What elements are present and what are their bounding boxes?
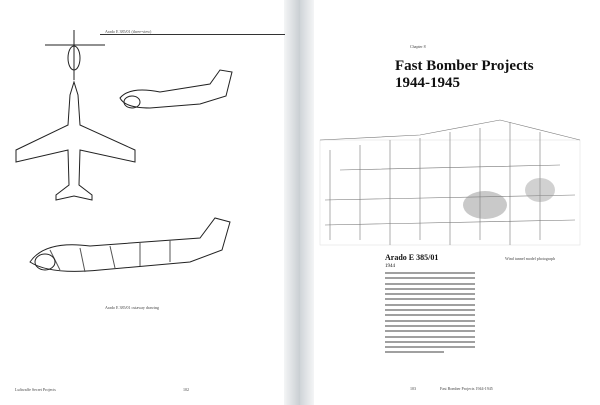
chapter-title: Fast Bomber Projects 1944-1945: [395, 58, 534, 92]
rule: [100, 34, 285, 35]
photo-caption: Wind tunnel model photograph: [505, 256, 555, 261]
page-number: 102: [183, 387, 189, 392]
footer-text: Fast Bomber Projects 1944-1945: [440, 386, 493, 391]
title-line-1: Fast Bomber Projects: [395, 58, 534, 74]
section-label: Chapter 8: [410, 44, 426, 49]
aircraft-three-view-drawing: [15, 30, 233, 273]
right-page: Chapter 8 Fast Bomber Projects 1944-1945…: [300, 0, 600, 405]
book-gutter: [300, 0, 314, 405]
page-number: 103: [410, 386, 416, 391]
article-heading: Arado E 385/01: [385, 253, 439, 262]
top-caption: Arado E 385/01 (three-view): [105, 29, 152, 34]
wind-tunnel-photo: [319, 119, 581, 246]
figure-caption: Arado E 385/01 cutaway drawing: [105, 305, 159, 310]
article-body: [385, 272, 475, 357]
article-year: 1944: [385, 264, 395, 269]
footer-left: Luftwaffe Secret Projects: [15, 387, 56, 392]
left-page: Arado E 385/01 (three-view) Arado E 385/…: [15, 0, 300, 405]
book-gutter: [284, 0, 300, 405]
title-line-2: 1944-1945: [395, 75, 460, 91]
